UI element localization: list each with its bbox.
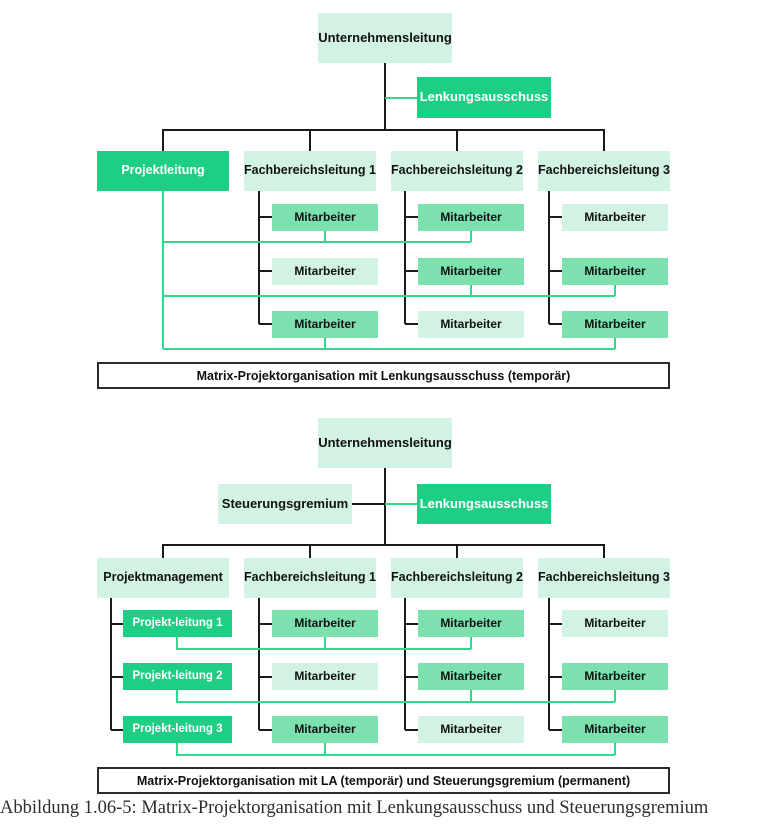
bottom-column-projektmanagement: Projektmanagement bbox=[97, 558, 229, 598]
top-employee-r2c1: Mitarbeiter bbox=[272, 258, 378, 285]
bottom-column-fachbereichsleitung-2: Fachbereichsleitung 2 bbox=[391, 558, 523, 598]
top-diagram-caption: Matrix-Projektorganisation mit Lenkungsa… bbox=[97, 362, 670, 389]
bottom-employee-r1c3: Mitarbeiter bbox=[562, 610, 668, 637]
top-employee-r3c3: Mitarbeiter bbox=[562, 311, 668, 338]
top-employee-r2c3: Mitarbeiter bbox=[562, 258, 668, 285]
bottom-employee-r2c2: Mitarbeiter bbox=[418, 663, 524, 690]
bottom-steering-committee-box: Steuerungsgremium bbox=[218, 484, 352, 524]
bottom-projektleitung-3: Projekt-leitung 3 bbox=[123, 716, 232, 743]
top-employee-r1c2: Mitarbeiter bbox=[418, 204, 524, 231]
figure-caption: Abbildung 1.06-5: Matrix-Projektorganisa… bbox=[0, 798, 709, 818]
bottom-employee-r1c1: Mitarbeiter bbox=[272, 610, 378, 637]
bottom-column-fachbereichsleitung-1: Fachbereichsleitung 1 bbox=[244, 558, 376, 598]
bottom-employee-r2c1: Mitarbeiter bbox=[272, 663, 378, 690]
top-column-projektleitung: Projektleitung bbox=[97, 151, 229, 191]
top-black-connectors bbox=[162, 63, 605, 325]
bottom-projektleitung-1: Projekt-leitung 1 bbox=[123, 610, 232, 637]
top-column-fachbereichsleitung-2: Fachbereichsleitung 2 bbox=[391, 151, 523, 191]
bottom-green-connectors bbox=[176, 503, 616, 756]
top-root-box: Unternehmensleitung bbox=[318, 13, 452, 63]
top-column-fachbereichsleitung-1: Fachbereichsleitung 1 bbox=[244, 151, 376, 191]
bottom-employee-r2c3: Mitarbeiter bbox=[562, 663, 668, 690]
top-employee-r1c3: Mitarbeiter bbox=[562, 204, 668, 231]
top-green-connectors bbox=[162, 97, 616, 350]
bottom-employee-r1c2: Mitarbeiter bbox=[418, 610, 524, 637]
bottom-employee-r3c1: Mitarbeiter bbox=[272, 716, 378, 743]
bottom-column-fachbereichsleitung-3: Fachbereichsleitung 3 bbox=[538, 558, 670, 598]
top-employee-r2c2: Mitarbeiter bbox=[418, 258, 524, 285]
bottom-committee-box: Lenkungsausschuss bbox=[417, 484, 551, 524]
bottom-diagram-caption: Matrix-Projektorganisation mit LA (tempo… bbox=[97, 767, 670, 794]
top-employee-r1c1: Mitarbeiter bbox=[272, 204, 378, 231]
bottom-projektleitung-2: Projekt-leitung 2 bbox=[123, 663, 232, 690]
bottom-black-connectors bbox=[110, 468, 605, 731]
top-employee-r3c1: Mitarbeiter bbox=[272, 311, 378, 338]
top-employee-r3c2: Mitarbeiter bbox=[418, 311, 524, 338]
bottom-employee-r3c2: Mitarbeiter bbox=[418, 716, 524, 743]
bottom-root-box: Unternehmensleitung bbox=[318, 418, 452, 468]
top-committee-box: Lenkungsausschuss bbox=[417, 77, 551, 118]
top-column-fachbereichsleitung-3: Fachbereichsleitung 3 bbox=[538, 151, 670, 191]
bottom-employee-r3c3: Mitarbeiter bbox=[562, 716, 668, 743]
